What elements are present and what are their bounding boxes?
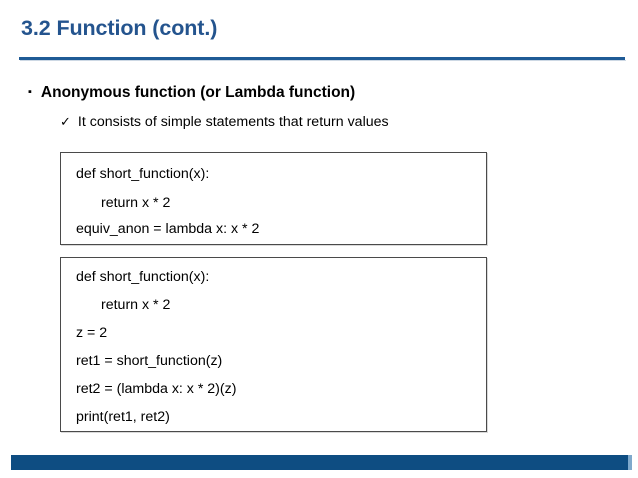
bullet-level2: ✓ It consists of simple statements that … [60, 114, 389, 130]
code-block-lambda-invocation: def short_function(x): return x * 2 z = … [60, 257, 487, 432]
bullet-level2-label: It consists of simple statements that re… [77, 114, 389, 130]
code-line: return x * 2 [101, 297, 171, 313]
code-line: return x * 2 [101, 195, 171, 211]
code-line: def short_function(x): [76, 166, 210, 182]
square-bullet-icon: ▪ [28, 86, 32, 98]
code-line: print(ret1, ret2) [76, 409, 170, 425]
footer-bar-end-cap [628, 455, 632, 470]
code-block-lambda-equivalence: def short_function(x): return x * 2 equi… [60, 152, 487, 245]
title-divider-shadow [20, 60, 626, 61]
page-title: 3.2 Function (cont.) [21, 16, 218, 40]
bullet-level1: ▪ Anonymous function (or Lambda function… [28, 84, 355, 102]
code-line: def short_function(x): [76, 269, 210, 285]
title-divider [19, 57, 625, 60]
bullet-level1-label: Anonymous function (or Lambda function) [40, 84, 356, 101]
code-line: equiv_anon = lambda x: x * 2 [76, 221, 260, 237]
footer-bar [11, 455, 632, 470]
code-line: z = 2 [76, 325, 108, 341]
code-line: ret1 = short_function(z) [76, 353, 223, 369]
check-bullet-icon: ✓ [60, 114, 71, 129]
code-line: ret2 = (lambda x: x * 2)(z) [76, 381, 237, 397]
